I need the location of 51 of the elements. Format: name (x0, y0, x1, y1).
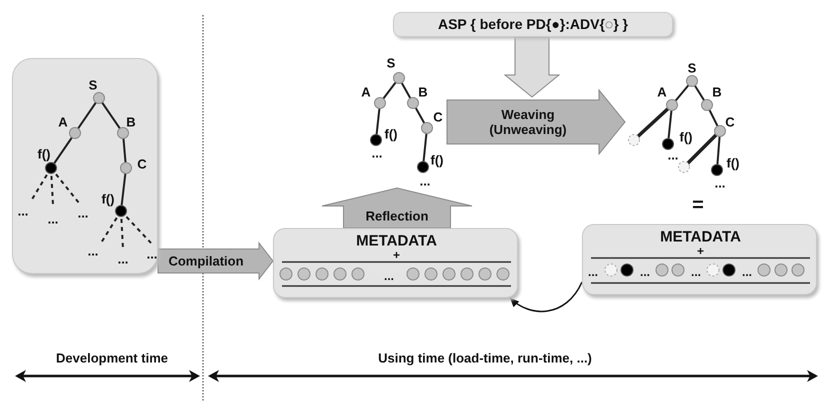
ellipsis: ... (742, 266, 752, 278)
arrow (510, 282, 583, 312)
equals-sign: = (692, 195, 704, 215)
timeline-label: Using time (load-time, run-time, ...) (378, 352, 592, 364)
node-label: ... (48, 212, 58, 226)
block-arrow (504, 36, 560, 98)
plus-sign: + (393, 249, 400, 261)
timeline-label: Development time (56, 352, 168, 364)
node-label: S (688, 62, 696, 74)
block-arrow (322, 187, 472, 228)
node-label: S (88, 78, 98, 92)
node-label: C (725, 116, 735, 128)
edge-label: Compilation (168, 254, 244, 268)
node-label: C (433, 110, 443, 124)
node-label: ... (668, 148, 678, 162)
block-arrow (446, 88, 626, 156)
node-label: ... (372, 146, 382, 160)
ellipsis: ... (691, 266, 701, 278)
node-label: f() (38, 148, 50, 160)
node-label: B (712, 86, 722, 98)
panel-heading: METADATA (660, 230, 741, 244)
metadata-panel (273, 228, 518, 298)
ellipsis: ... (384, 270, 394, 282)
node-label: A (657, 86, 667, 98)
node-label: f() (726, 156, 740, 170)
node-label: ... (420, 174, 430, 188)
ellipsis: ... (588, 266, 598, 278)
block-arrow (158, 242, 274, 280)
node-label: B (126, 116, 136, 128)
node-label: A (361, 86, 371, 98)
node-label: f() (384, 128, 398, 140)
aspect-label: ASP { before PD{●}:ADV{◌} } (393, 12, 673, 37)
node-label: ... (146, 248, 158, 260)
node-label: S (386, 56, 396, 70)
node-label: f() (102, 192, 114, 206)
node-label: ... (78, 206, 88, 220)
node-label: f() (430, 154, 444, 166)
metadata-panel (582, 224, 817, 295)
node-label: f() (680, 130, 692, 144)
node-label: C (137, 158, 147, 170)
plus-sign: + (697, 245, 704, 257)
edge-label: Reflection (366, 208, 428, 224)
node-label: ... (18, 204, 28, 218)
node-label: ... (118, 252, 128, 266)
node-label: ... (714, 176, 726, 190)
node-label: A (58, 116, 68, 128)
ellipsis: ... (640, 266, 650, 278)
panel-heading: METADATA (356, 234, 437, 248)
edge-label: Weaving (Unweaving) (488, 107, 568, 137)
node-label: B (418, 86, 428, 98)
node-label: ... (88, 244, 98, 258)
